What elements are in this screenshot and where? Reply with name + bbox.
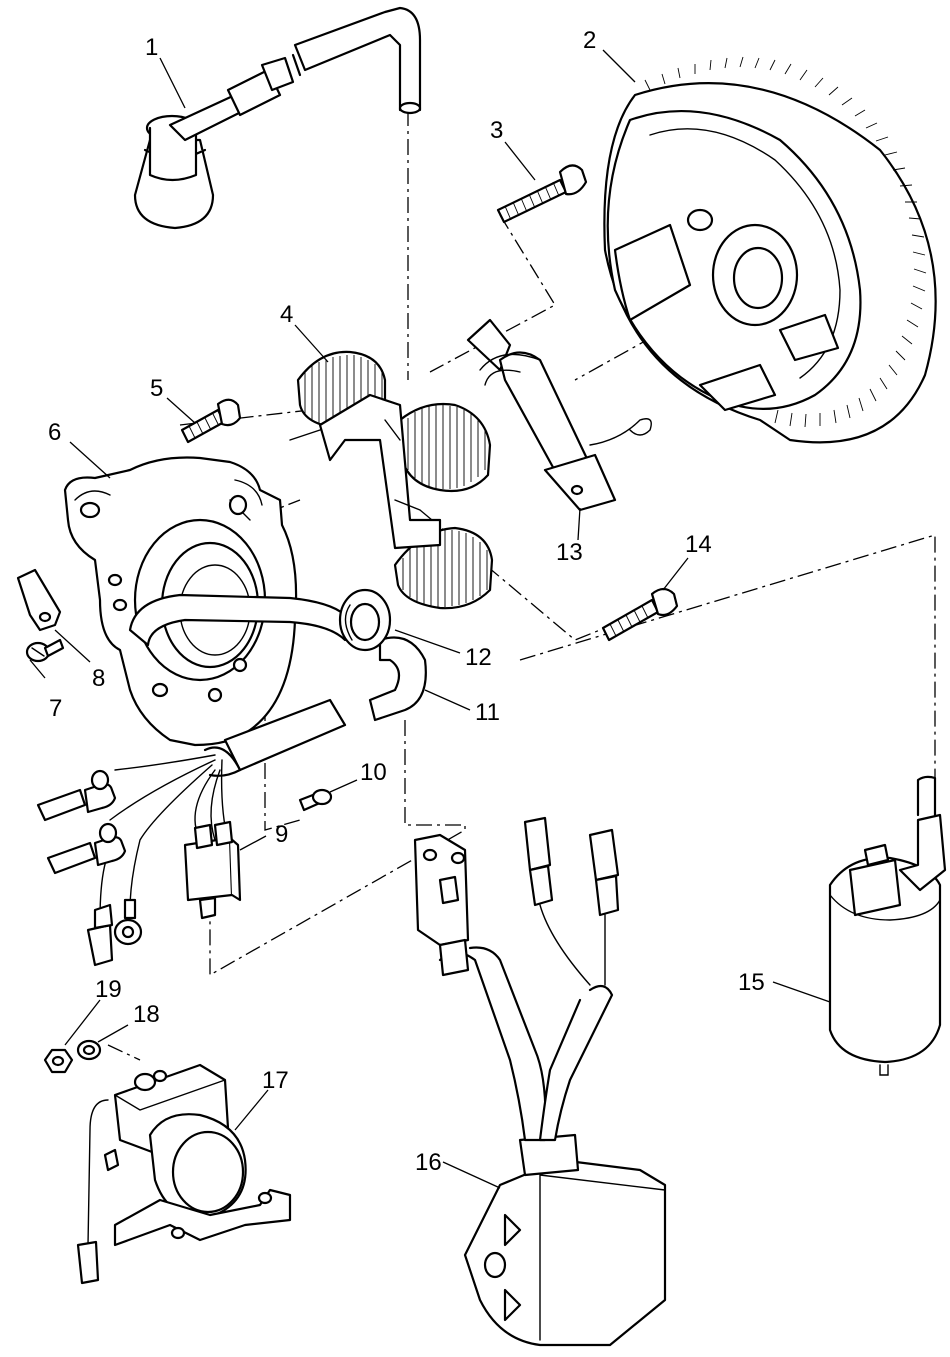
- ring-terminal: [113, 898, 143, 946]
- wire-clamp: [16, 568, 62, 632]
- callout-18: 18: [133, 1001, 160, 1028]
- callout-9: 9: [275, 821, 288, 848]
- cdi-box: [463, 1133, 667, 1347]
- pulser-bolt: [601, 587, 679, 642]
- callout-11: 11: [475, 699, 500, 726]
- callout-2: 2: [583, 27, 596, 54]
- wire-connector-9: [183, 820, 242, 920]
- callout-16: 16: [415, 1149, 442, 1176]
- stator-plate-bolt: [180, 398, 242, 444]
- pulser-coil: [466, 318, 652, 512]
- callout-14: 14: [685, 531, 712, 558]
- spade-terminal-1: [36, 769, 117, 822]
- callout-7: 7: [49, 695, 62, 722]
- flywheel: [603, 56, 937, 444]
- callout-6: 6: [48, 419, 61, 446]
- hex-nut: [43, 1048, 74, 1074]
- cdi-connector: [413, 833, 470, 977]
- callout-17: 17: [262, 1067, 289, 1094]
- ignition-coil: [828, 775, 947, 1076]
- lock-washer: [76, 1039, 102, 1061]
- callout-5: 5: [150, 375, 163, 402]
- callout-12: 12: [465, 644, 492, 671]
- spark-plug-cap: [133, 6, 422, 230]
- callout-labels: 1 2 3 4 5 6 7 8 9 10 11 12 13 14 15 16 1…: [48, 27, 765, 1176]
- stator-coils: [289, 350, 494, 610]
- callout-10: 10: [360, 759, 387, 786]
- starter-solenoid: [76, 1063, 292, 1285]
- callout-4: 4: [280, 301, 293, 328]
- female-terminal: [86, 903, 114, 967]
- callout-13: 13: [556, 539, 583, 566]
- cdi-spade-terminals: [523, 816, 620, 986]
- callout-3: 3: [490, 117, 503, 144]
- callout-1: 1: [145, 34, 158, 61]
- callout-15: 15: [738, 969, 765, 996]
- callout-19: 19: [95, 976, 122, 1003]
- stator-bolt: [496, 164, 588, 224]
- spade-terminal-2: [46, 822, 127, 875]
- clamp-screw: [25, 638, 65, 663]
- leader-lines: [29, 49, 831, 1189]
- cdi-harness: [438, 946, 614, 1142]
- screw-10: [298, 788, 333, 812]
- callout-8: 8: [92, 665, 105, 692]
- wire-grommet: [338, 588, 392, 652]
